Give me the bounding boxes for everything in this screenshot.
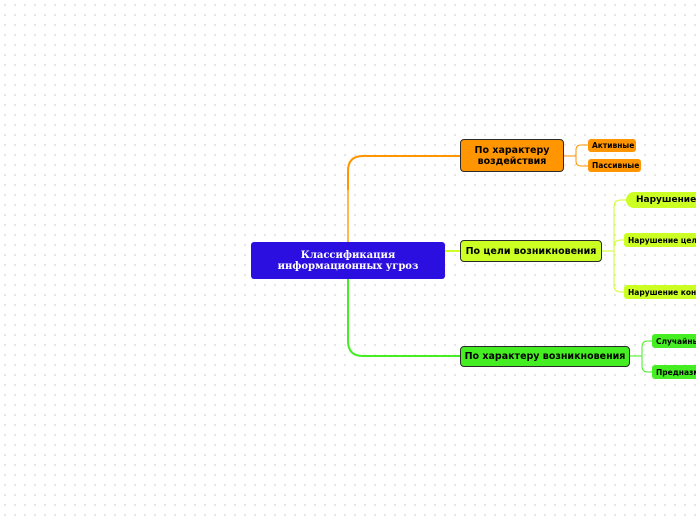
connector-root-branch-1 (347, 155, 460, 242)
branch-topic-impact[interactable]: По характеру воздействия (460, 139, 564, 172)
subtopic-goal-3[interactable]: Нарушение конф (624, 285, 696, 299)
branch-topic-origin[interactable]: По характеру возникновения (460, 346, 630, 367)
root-topic[interactable]: Классификация информационных угроз (251, 242, 445, 279)
connector-child-3-2 (641, 356, 652, 373)
connector-child-1-2 (575, 156, 588, 167)
connector-child-2-2 (613, 239, 624, 251)
subtopic-random[interactable]: Случайны (652, 334, 696, 348)
connector-child-1-1 (575, 144, 588, 156)
subtopic-goal-2[interactable]: Нарушение цело (624, 233, 696, 247)
subtopic-active[interactable]: Активные (588, 139, 636, 152)
subtopic-deliberate[interactable]: Предназме (652, 365, 696, 379)
connector-child-2-3 (613, 251, 624, 293)
subtopic-passive[interactable]: Пассивные (588, 159, 641, 172)
connector-child-3-1 (641, 340, 652, 356)
connector-root-branch-3 (347, 279, 460, 357)
connector-child-2-1 (613, 199, 626, 251)
subtopic-goal-1[interactable]: Нарушение р (626, 192, 696, 208)
branch-topic-goal[interactable]: По цели возникновения (460, 240, 602, 262)
